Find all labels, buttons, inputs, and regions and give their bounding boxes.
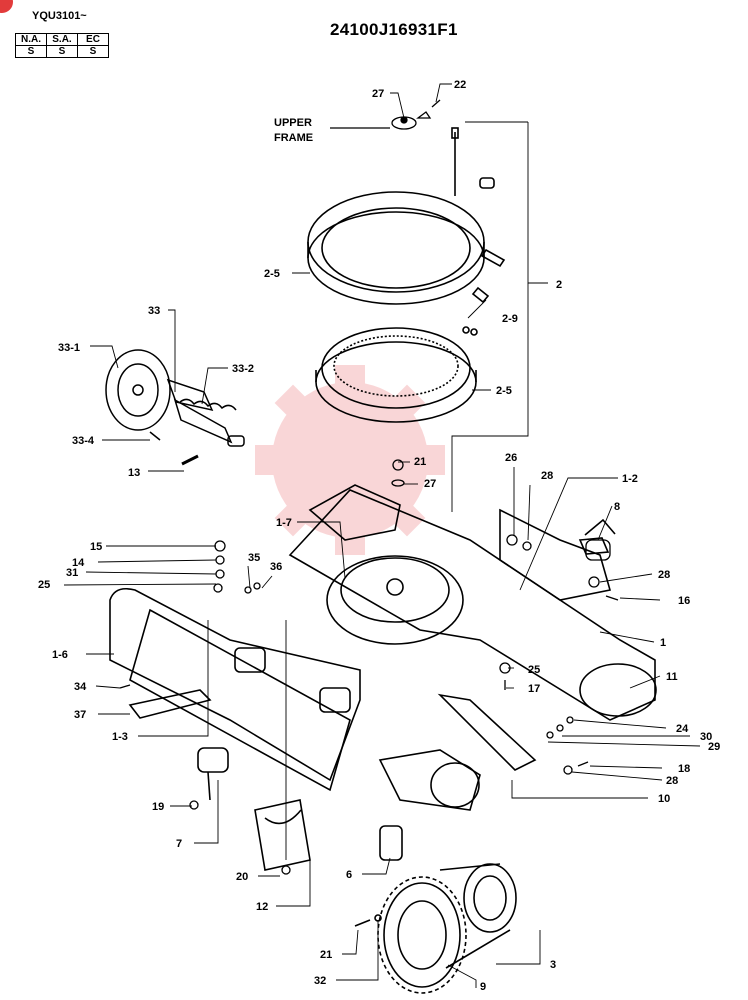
callout-20: 20 bbox=[236, 871, 248, 883]
callout-19: 19 bbox=[152, 801, 164, 813]
callout-labels: UPPER FRAME 27 22 2 2-5 2-9 2-5 33 33-1 … bbox=[38, 79, 720, 993]
small-hardware bbox=[119, 459, 619, 875]
code-value-na: S bbox=[15, 45, 47, 58]
callout-14: 14 bbox=[72, 557, 85, 569]
callout-26: 26 bbox=[505, 452, 517, 464]
callout-30: 30 bbox=[700, 731, 712, 743]
model-code-table: N.A. S.A. EC S S S bbox=[15, 33, 109, 58]
callout-31: 31 bbox=[66, 567, 78, 579]
callout-22: 22 bbox=[454, 79, 466, 91]
callout-11: 11 bbox=[666, 671, 678, 683]
upper-frame-bracket bbox=[330, 99, 441, 130]
callout-35: 35 bbox=[248, 552, 260, 564]
callout-27-mid: 27 bbox=[424, 478, 436, 490]
callout-33-2: 33-2 bbox=[232, 363, 254, 375]
callout-1: 1 bbox=[660, 637, 666, 649]
callout-2-5-upper: 2-5 bbox=[264, 268, 280, 280]
callout-24: 24 bbox=[676, 723, 689, 735]
label-upper-frame-1: UPPER bbox=[274, 117, 312, 129]
serial-range: YQU3101~ bbox=[32, 10, 87, 22]
callout-21-mid: 21 bbox=[414, 456, 426, 468]
callout-1-3: 1-3 bbox=[112, 731, 128, 743]
callout-3: 3 bbox=[550, 959, 556, 971]
callout-37: 37 bbox=[74, 709, 86, 721]
callout-25-right: 25 bbox=[528, 664, 540, 676]
callout-33-4: 33-4 bbox=[72, 435, 95, 447]
code-value-ec: S bbox=[77, 45, 109, 58]
callout-16: 16 bbox=[678, 595, 690, 607]
callout-28-right: 28 bbox=[658, 569, 670, 581]
code-table-value-row: S S S bbox=[15, 45, 109, 58]
callout-12: 12 bbox=[256, 901, 268, 913]
callout-21-bottom: 21 bbox=[320, 949, 332, 961]
callout-1-2: 1-2 bbox=[622, 473, 638, 485]
drawing-number: 24100J16931F1 bbox=[330, 20, 458, 39]
callout-28-upper: 28 bbox=[541, 470, 553, 482]
swing-ring-gear bbox=[315, 326, 478, 423]
callout-18: 18 bbox=[678, 763, 690, 775]
corner-badge bbox=[0, 0, 13, 13]
callout-9: 9 bbox=[480, 981, 486, 993]
watermark-gear-logo bbox=[255, 365, 445, 555]
callout-10: 10 bbox=[658, 793, 670, 805]
callout-29: 29 bbox=[708, 741, 720, 753]
callout-36: 36 bbox=[270, 561, 282, 573]
swing-bearing-outer-ring bbox=[307, 127, 506, 305]
callout-27-top: 27 bbox=[372, 88, 384, 100]
callout-7: 7 bbox=[176, 838, 182, 850]
callout-13: 13 bbox=[128, 467, 140, 479]
callout-2-5-lower: 2-5 bbox=[496, 385, 512, 397]
callout-1-7: 1-7 bbox=[276, 517, 292, 529]
callout-28-lower: 28 bbox=[666, 775, 678, 787]
callout-25-left: 25 bbox=[38, 579, 50, 591]
track-frame-body bbox=[109, 484, 657, 811]
callout-33-1: 33-1 bbox=[58, 342, 80, 354]
callout-32: 32 bbox=[314, 975, 326, 987]
callout-1-6: 1-6 bbox=[52, 649, 68, 661]
front-idler-assembly bbox=[105, 349, 245, 466]
callout-33: 33 bbox=[148, 305, 160, 317]
sprocket-and-drive bbox=[197, 747, 517, 994]
callout-34: 34 bbox=[74, 681, 87, 693]
callout-2: 2 bbox=[556, 279, 562, 291]
callout-2-9: 2-9 bbox=[502, 313, 518, 325]
callout-6: 6 bbox=[346, 869, 352, 881]
label-upper-frame-2: FRAME bbox=[274, 132, 313, 144]
callout-17: 17 bbox=[528, 683, 540, 695]
leader-lines bbox=[63, 83, 701, 988]
callout-8: 8 bbox=[614, 501, 620, 513]
callout-15: 15 bbox=[90, 541, 102, 553]
